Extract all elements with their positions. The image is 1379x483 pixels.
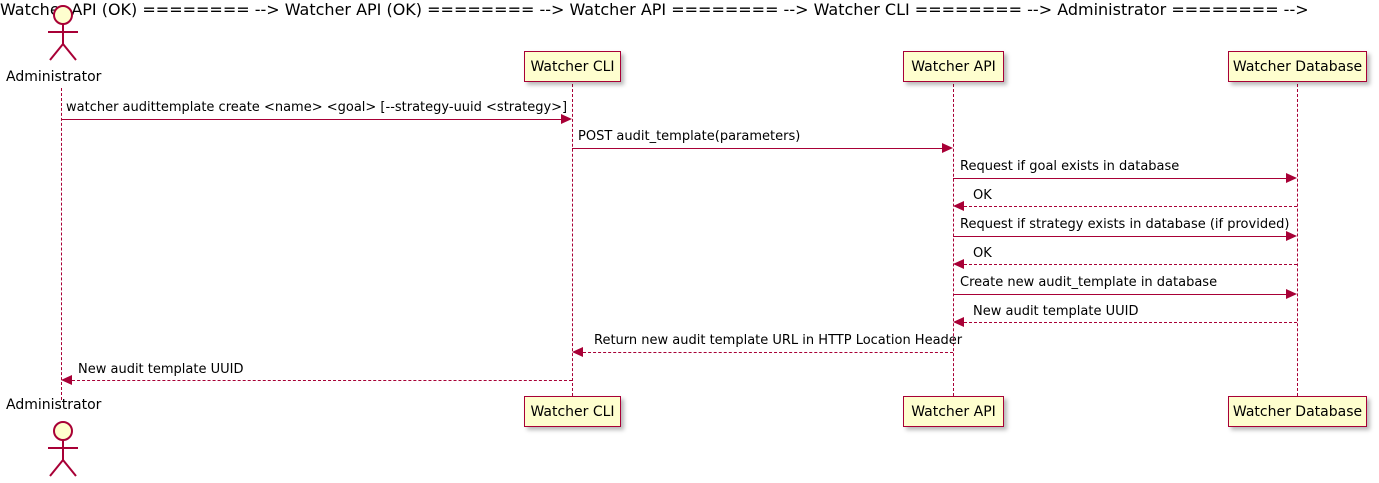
message-label-1: POST audit_template(parameters) (578, 129, 801, 144)
message-label-4: Request if strategy exists in database (… (960, 217, 1290, 232)
message-arrowhead-7 (953, 317, 964, 327)
message-line-2 (953, 178, 1292, 179)
message-arrowhead-6 (1286, 289, 1297, 299)
message-label-2: Request if goal exists in database (960, 159, 1180, 174)
message-label-5: OK (973, 246, 992, 261)
message-arrowhead-4 (1286, 231, 1297, 241)
participant-watcher-database-bottom[interactable]: Watcher Database (1228, 396, 1367, 427)
participant-watcher-api-top[interactable]: Watcher API (903, 51, 1004, 82)
message-line-7 (964, 322, 1297, 323)
lifeline-watcher-cli (572, 84, 573, 396)
participant-label-watcher-database-top: Watcher Database (1232, 58, 1363, 75)
participant-label-watcher-database-bottom: Watcher Database (1232, 403, 1363, 420)
message-label-7: New audit template UUID (973, 304, 1139, 319)
message-arrowhead-8 (572, 347, 583, 357)
actor-label-administrator-bottom: Administrator (6, 397, 102, 413)
message-line-0 (61, 119, 567, 120)
message-line-1 (572, 148, 948, 149)
message-label-9: New audit template UUID (78, 362, 244, 377)
participant-watcher-database-top[interactable]: Watcher Database (1228, 51, 1367, 82)
participant-label-watcher-cli-top: Watcher CLI (530, 58, 615, 75)
message-label-0: watcher audittemplate create <name> <goa… (66, 100, 568, 115)
message-label-8: Return new audit template URL in HTTP Lo… (594, 333, 963, 348)
message-arrowhead-3 (953, 201, 964, 211)
lifeline-watcher-database (1297, 84, 1298, 396)
message-line-9 (72, 380, 572, 381)
message-arrowhead-5 (953, 259, 964, 269)
message-label-6: Create new audit_template in database (960, 275, 1218, 290)
message-line-4 (953, 236, 1292, 237)
participant-label-watcher-api-bottom: Watcher API (911, 403, 996, 420)
message-arrowhead-0 (561, 114, 572, 124)
lifeline-administrator (61, 88, 62, 400)
message-label-3: OK (973, 188, 992, 203)
actor-administrator-bottom (36, 418, 88, 478)
message-line-5 (964, 264, 1297, 265)
participant-watcher-cli-top[interactable]: Watcher CLI (524, 51, 621, 82)
message-arrowhead-9 (61, 375, 72, 385)
message-line-8 (583, 352, 953, 353)
participant-label-watcher-cli-bottom: Watcher CLI (530, 403, 615, 420)
actor-label-administrator-top: Administrator (6, 69, 102, 85)
message-line-6 (953, 294, 1292, 295)
message-arrowhead-2 (1286, 173, 1297, 183)
message-arrowhead-1 (942, 143, 953, 153)
message-line-3 (964, 206, 1297, 207)
lifeline-watcher-api (953, 84, 954, 396)
participant-watcher-cli-bottom[interactable]: Watcher CLI (524, 396, 621, 427)
participant-label-watcher-api-top: Watcher API (911, 58, 996, 75)
actor-administrator-top (36, 2, 88, 62)
participant-watcher-api-bottom[interactable]: Watcher API (903, 396, 1004, 427)
